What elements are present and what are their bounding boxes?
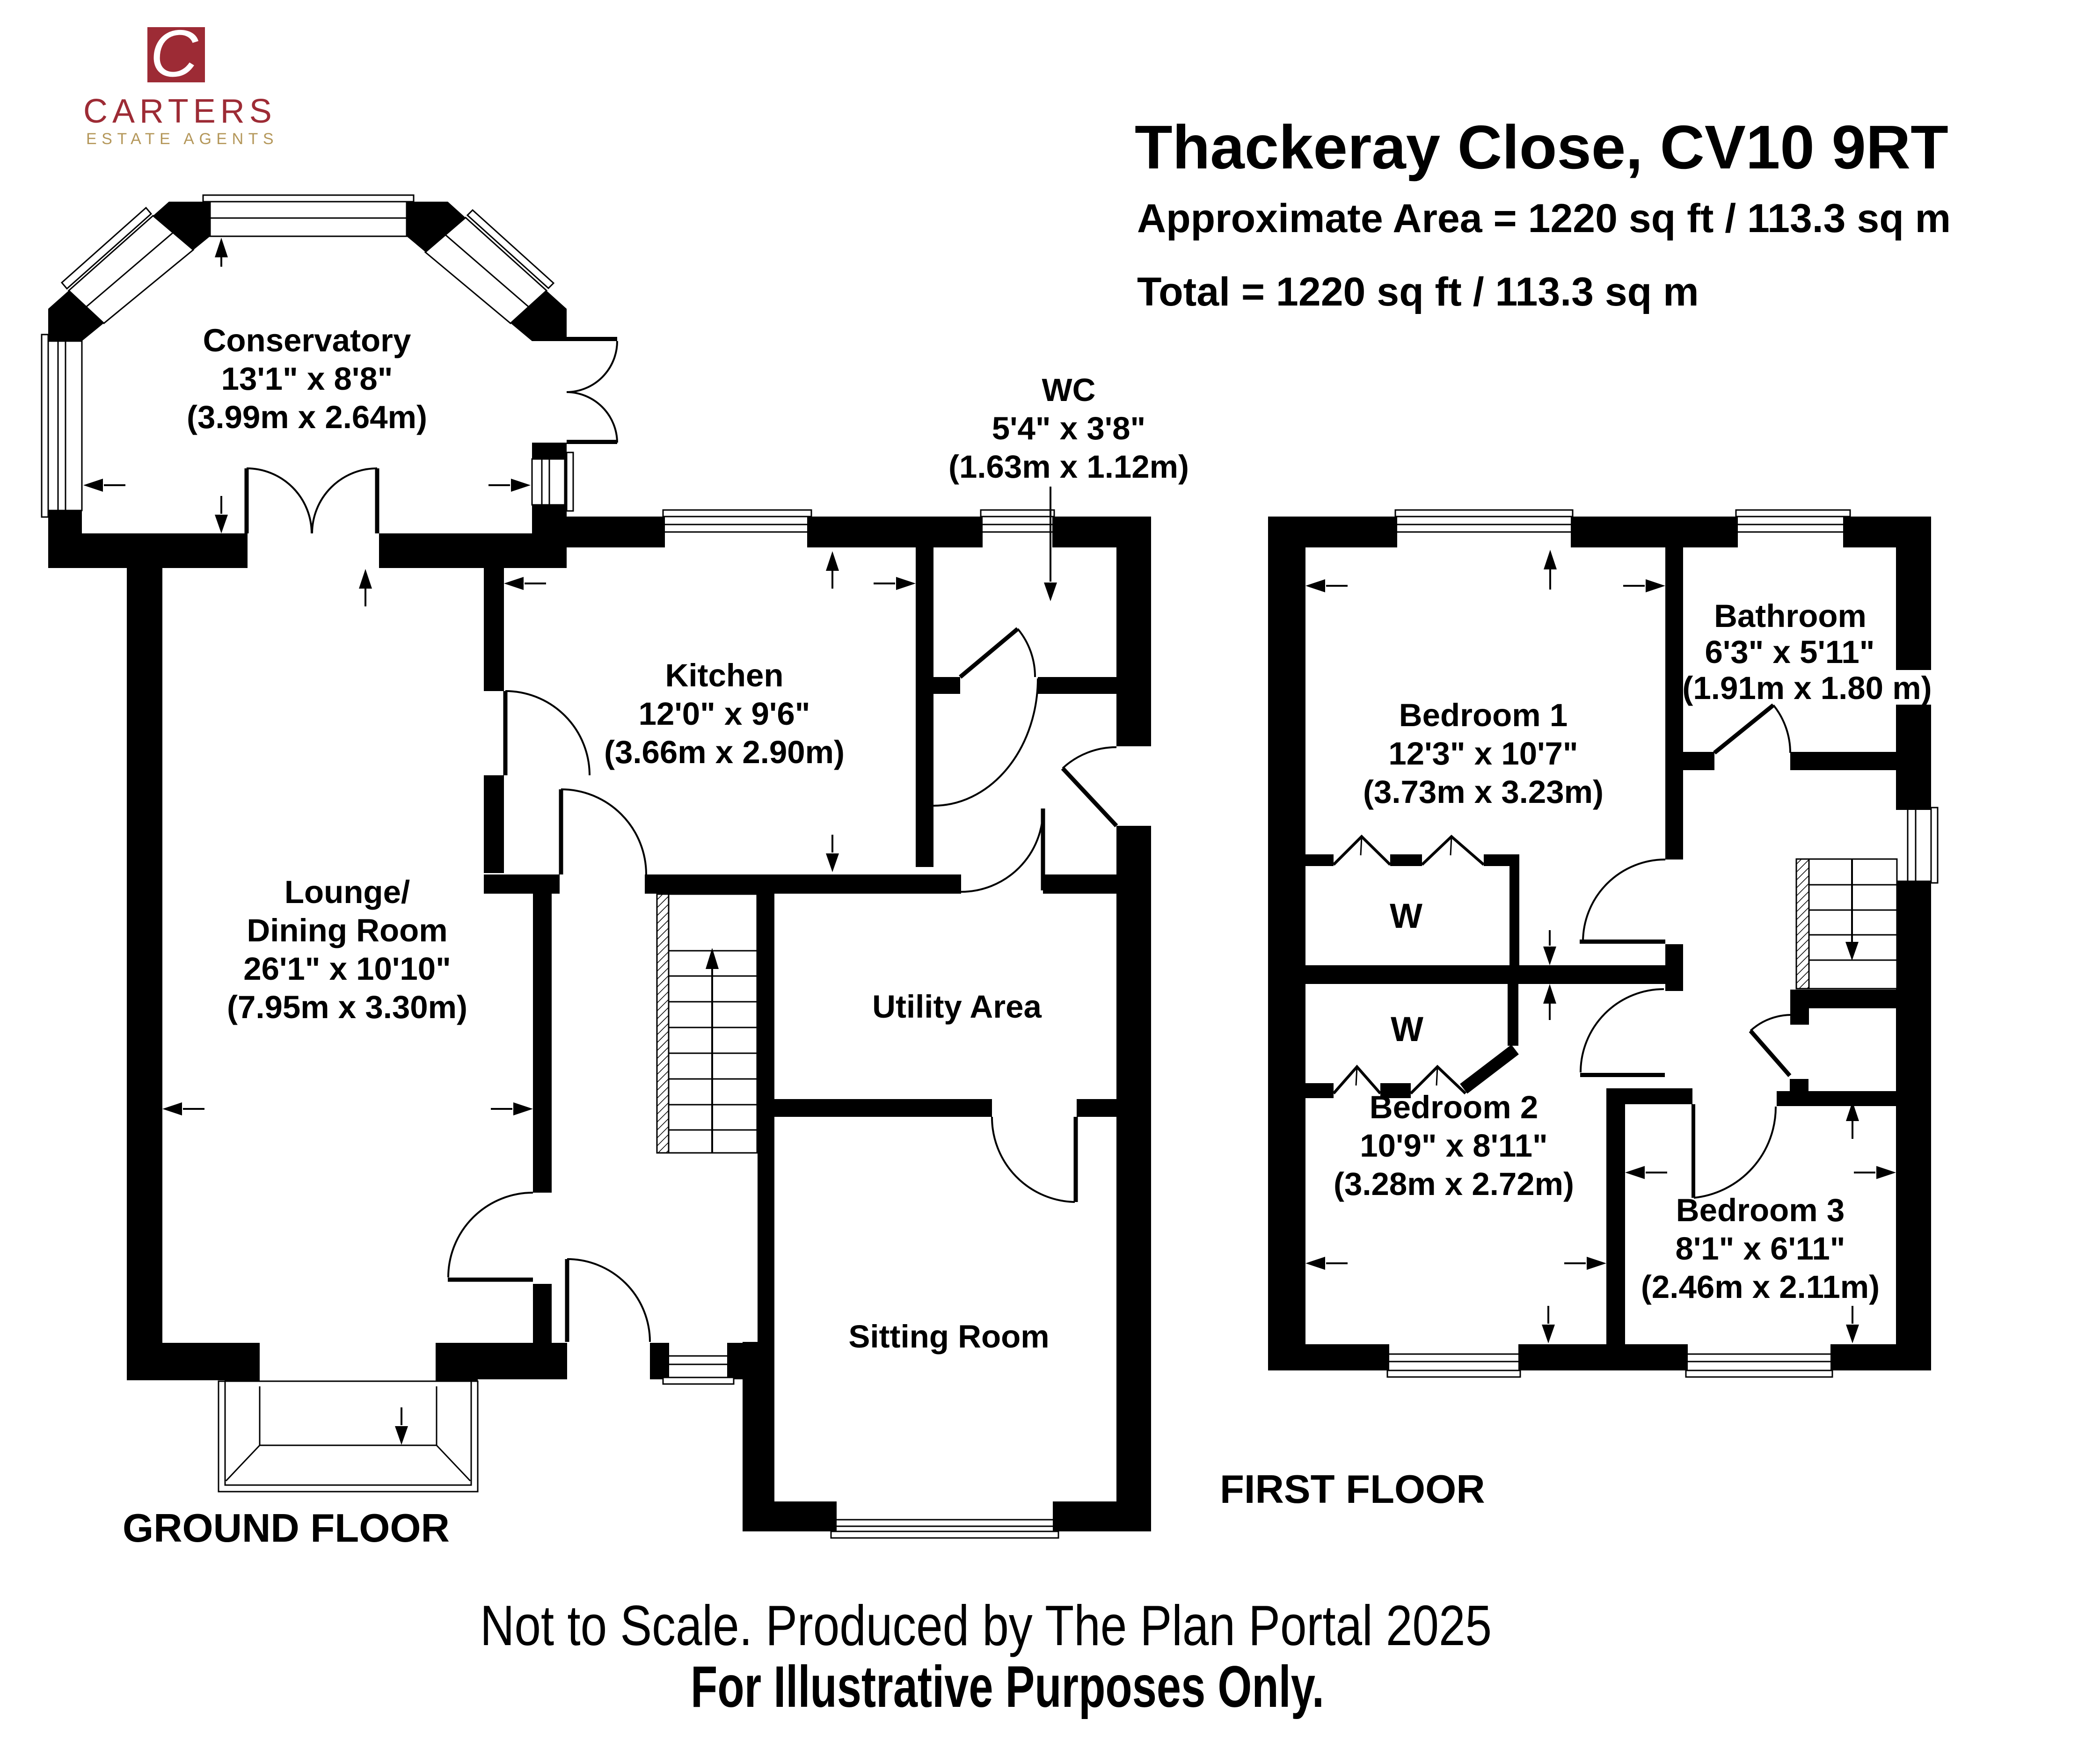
svg-text:Bathroom: Bathroom (1714, 598, 1867, 634)
svg-text:(1.63m x 1.12m): (1.63m x 1.12m) (948, 449, 1189, 485)
svg-text:Approximate Area = 1220 sq ft: Approximate Area = 1220 sq ft / 113.3 sq… (1137, 196, 1951, 241)
svg-text:10'9" x 8'11": 10'9" x 8'11" (1360, 1128, 1547, 1164)
svg-text:Conservatory: Conservatory (203, 322, 411, 358)
svg-text:12'3" x 10'7": 12'3" x 10'7" (1388, 736, 1578, 772)
svg-text:Kitchen: Kitchen (665, 657, 783, 693)
svg-text:WC: WC (1042, 372, 1096, 408)
svg-text:(7.95m x 3.30m): (7.95m x 3.30m) (227, 989, 467, 1025)
svg-text:Thackeray Close, CV10 9RT: Thackeray Close, CV10 9RT (1135, 113, 1948, 182)
svg-text:FIRST FLOOR: FIRST FLOOR (1220, 1467, 1485, 1512)
svg-text:CARTERS: CARTERS (83, 93, 277, 130)
svg-text:Utility Area: Utility Area (872, 989, 1042, 1025)
svg-text:Sitting Room: Sitting Room (848, 1319, 1049, 1355)
svg-text:W: W (1391, 1010, 1423, 1049)
svg-text:Dining Room: Dining Room (247, 912, 447, 948)
svg-text:GROUND FLOOR: GROUND FLOOR (123, 1506, 450, 1551)
svg-text:(3.73m x 3.23m): (3.73m x 3.23m) (1363, 774, 1604, 810)
svg-text:ESTATE AGENTS: ESTATE AGENTS (86, 130, 278, 148)
svg-text:(1.91m x 1.80 m): (1.91m x 1.80 m) (1682, 670, 1932, 706)
svg-text:(3.99m x 2.64m): (3.99m x 2.64m) (187, 399, 427, 435)
svg-text:Bedroom 1: Bedroom 1 (1399, 697, 1568, 733)
svg-text:W: W (1390, 896, 1422, 935)
svg-text:26'1" x 10'10": 26'1" x 10'10" (243, 951, 451, 987)
svg-text:8'1" x 6'11": 8'1" x 6'11" (1675, 1231, 1845, 1267)
svg-text:Lounge/: Lounge/ (284, 874, 410, 910)
svg-text:5'4" x 3'8": 5'4" x 3'8" (992, 410, 1145, 446)
svg-text:(2.46m x 2.11m): (2.46m x 2.11m) (1641, 1269, 1880, 1305)
svg-text:(3.66m x 2.90m): (3.66m x 2.90m) (604, 734, 845, 770)
svg-text:For Illustrative Purposes Only: For Illustrative Purposes Only. (691, 1654, 1324, 1719)
svg-text:6'3" x 5'11": 6'3" x 5'11" (1705, 634, 1874, 670)
svg-text:Bedroom 3: Bedroom 3 (1676, 1192, 1845, 1228)
svg-text:Not to Scale. Produced by The: Not to Scale. Produced by The Plan Porta… (480, 1594, 1492, 1657)
svg-text:12'0" x 9'6": 12'0" x 9'6" (639, 696, 810, 732)
svg-text:Bedroom 2: Bedroom 2 (1370, 1089, 1538, 1125)
svg-text:C: C (150, 16, 199, 91)
svg-text:(3.28m x 2.72m): (3.28m x 2.72m) (1334, 1166, 1574, 1202)
svg-text:13'1" x 8'8": 13'1" x 8'8" (221, 361, 393, 397)
svg-text:Total = 1220 sq ft / 113.3 sq: Total = 1220 sq ft / 113.3 sq m (1137, 270, 1699, 314)
